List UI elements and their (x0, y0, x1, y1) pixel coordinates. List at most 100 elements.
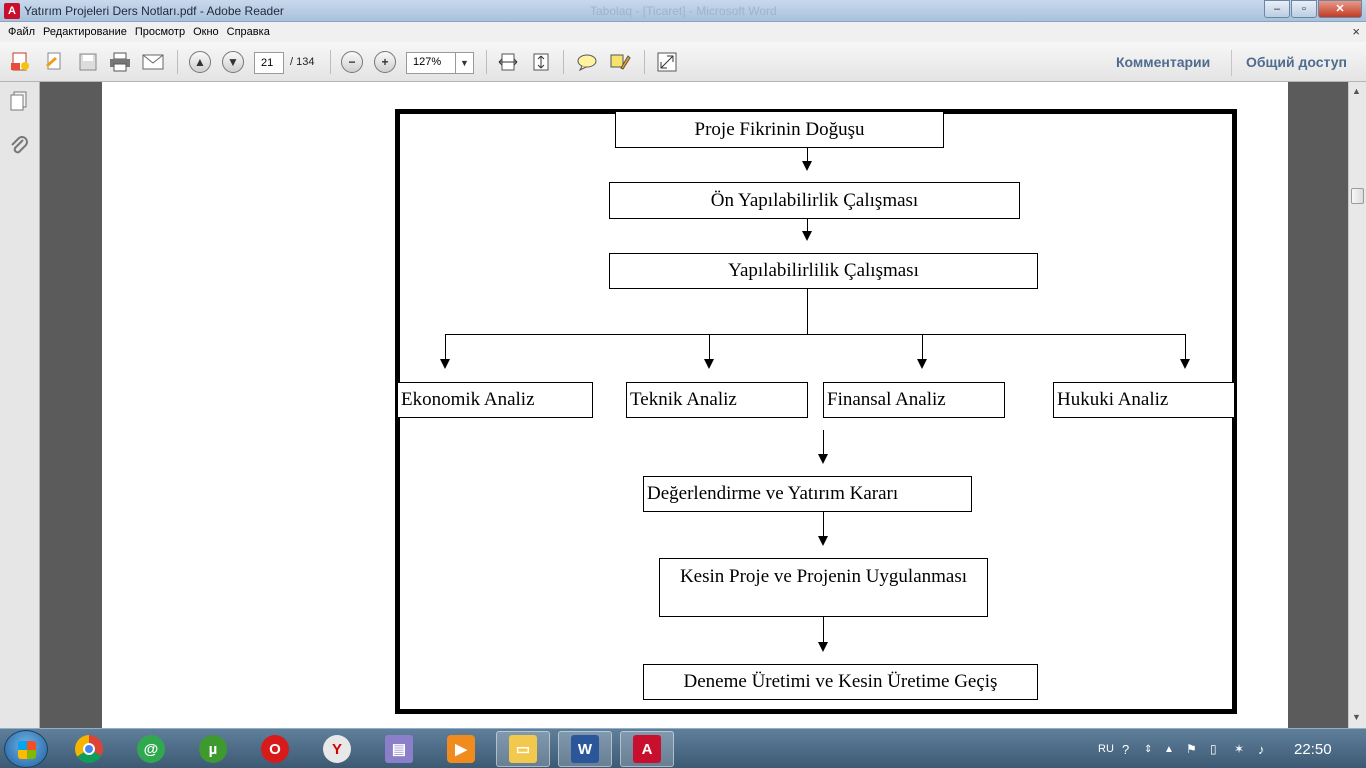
show-hidden-icons-icon[interactable]: ▲ (1164, 743, 1174, 755)
minus-icon: − (341, 51, 363, 73)
create-pdf-icon[interactable] (8, 50, 32, 74)
connector-line (823, 617, 824, 643)
utorrent-icon: µ (199, 735, 227, 763)
help-icon[interactable]: ? (1122, 741, 1130, 757)
connector-line (709, 334, 710, 360)
page-thumbnails-icon[interactable] (8, 90, 30, 112)
taskbar-app[interactable]: µ (186, 731, 240, 767)
adobe-reader-app-icon[interactable]: A (4, 3, 20, 19)
previous-page-button[interactable]: ▲ (188, 50, 212, 74)
language-indicator[interactable]: RU (1098, 743, 1114, 755)
comment-icon[interactable] (575, 50, 599, 74)
save-disk-icon: ▤ (385, 735, 413, 763)
arrow-down-icon (802, 161, 812, 171)
flow-step-evaluation-decision: Değerlendirme ve Yatırım Kararı (643, 476, 972, 512)
document-viewport[interactable]: Proje Fikrinin Doğuşu Ön Yapılabilirlik … (41, 82, 1348, 728)
volume-icon[interactable]: ♪ (1258, 741, 1265, 757)
close-button[interactable]: ✕ (1318, 0, 1362, 18)
connector-line (807, 219, 808, 232)
vertical-scrollbar[interactable]: ▲ ▼ (1348, 82, 1366, 728)
maximize-button[interactable]: ▫ (1291, 0, 1317, 18)
menu-bar: Файл Редактирование Просмотр Окно Справк… (0, 22, 1366, 42)
connector-line (922, 334, 923, 360)
menu-help[interactable]: Справка (226, 26, 270, 38)
scroll-up-icon[interactable]: ▲ (1352, 86, 1361, 96)
connector-line (807, 289, 808, 335)
menu-view[interactable]: Просмотр (134, 26, 186, 38)
chevron-down-icon[interactable]: ▼ (455, 53, 473, 73)
taskbar-app[interactable]: ▤ (372, 731, 426, 767)
arrow-down-icon (917, 359, 927, 369)
branch-line (445, 334, 1186, 335)
arrow-down-icon (818, 536, 828, 546)
arrow-up-icon: ▲ (189, 51, 211, 73)
window-controls: ‒ ▫ ✕ (1263, 0, 1362, 18)
menu-file[interactable]: Файл (8, 26, 36, 38)
zoom-in-button[interactable]: + (373, 50, 397, 74)
page-total-label: / 134 (290, 56, 315, 68)
taskbar-app[interactable] (62, 731, 116, 767)
toolbar: ▲ ▼ 21 / 134 − + 127% ▼ Комментарии Общи… (0, 42, 1366, 82)
print-icon[interactable] (108, 50, 132, 74)
highlight-text-icon[interactable] (608, 50, 632, 74)
flow-financial-analysis: Finansal Analiz (823, 382, 1005, 418)
taskbar-app[interactable]: ▶ (434, 731, 488, 767)
taskbar-app[interactable]: ▭ (496, 731, 550, 767)
toolbar-separator (563, 50, 564, 74)
start-button[interactable] (4, 730, 48, 768)
taskbar-app[interactable]: A (620, 731, 674, 767)
next-page-button[interactable]: ▼ (221, 50, 245, 74)
connector-line (807, 148, 808, 162)
comments-panel-button[interactable]: Комментарии (1116, 54, 1211, 70)
flow-legal-analysis: Hukuki Analiz (1053, 382, 1235, 418)
battery-icon[interactable]: ▯ (1210, 742, 1217, 756)
zoom-select[interactable]: 127% ▼ (406, 52, 474, 74)
share-panel-button[interactable]: Общий доступ (1246, 54, 1347, 70)
arrow-down-icon (1180, 359, 1190, 369)
menu-edit[interactable]: Редактирование (43, 26, 127, 38)
email-icon[interactable] (141, 50, 165, 74)
fullscreen-icon[interactable] (655, 50, 679, 74)
plus-icon: + (374, 51, 396, 73)
fit-width-icon[interactable] (529, 50, 553, 74)
flow-step-project-idea: Proje Fikrinin Doğuşu (615, 111, 944, 148)
close-document-icon[interactable]: × (1352, 24, 1360, 39)
arrow-down-icon (802, 231, 812, 241)
media-player-icon: ▶ (447, 735, 475, 763)
connector-line (1185, 334, 1186, 360)
mail-agent-icon: @ (137, 735, 165, 763)
windows-logo-icon (18, 741, 36, 759)
tray-arrows-icon[interactable]: ⇕ (1144, 743, 1153, 755)
network-icon[interactable]: ✶ (1234, 742, 1245, 756)
fit-page-icon[interactable] (496, 50, 520, 74)
arrow-down-icon (818, 642, 828, 652)
taskbar-app[interactable]: @ (124, 731, 178, 767)
window-title: Yatırım Projeleri Ders Notları.pdf - Ado… (24, 4, 284, 18)
arrow-down-icon (704, 359, 714, 369)
scroll-down-icon[interactable]: ▼ (1352, 712, 1361, 722)
toolbar-separator (177, 50, 178, 74)
toolbar-separator (644, 50, 645, 74)
page-number-input[interactable]: 21 (254, 52, 284, 74)
arrow-down-icon (440, 359, 450, 369)
attachments-paperclip-icon[interactable] (8, 134, 30, 156)
title-bar: A Yatırım Projeleri Ders Notları.pdf - A… (0, 0, 1366, 22)
action-center-flag-icon[interactable]: ⚑ (1186, 742, 1197, 756)
flow-step-trial-production: Deneme Üretimi ve Kesin Üretime Geçiş (643, 664, 1038, 700)
clock[interactable]: 22:50 (1294, 741, 1332, 758)
flow-step-final-project: Kesin Proje ve Projenin Uygulanması (659, 558, 988, 617)
toolbar-separator (486, 50, 487, 74)
scrollbar-thumb[interactable] (1351, 188, 1364, 204)
flow-step-feasibility: Yapılabilirlilik Çalışması (609, 253, 1038, 289)
adobe-reader-icon: A (633, 735, 661, 763)
zoom-out-button[interactable]: − (340, 50, 364, 74)
toolbar-separator (1231, 50, 1232, 76)
taskbar-app[interactable]: Y (310, 731, 364, 767)
taskbar-app[interactable]: O (248, 731, 302, 767)
menu-window[interactable]: Окно (193, 26, 219, 38)
taskbar-app[interactable]: W (558, 731, 612, 767)
minimize-button[interactable]: ‒ (1264, 0, 1290, 18)
yandex-browser-icon: Y (323, 735, 351, 763)
save-icon[interactable] (76, 50, 100, 74)
edit-document-icon[interactable] (42, 50, 66, 74)
